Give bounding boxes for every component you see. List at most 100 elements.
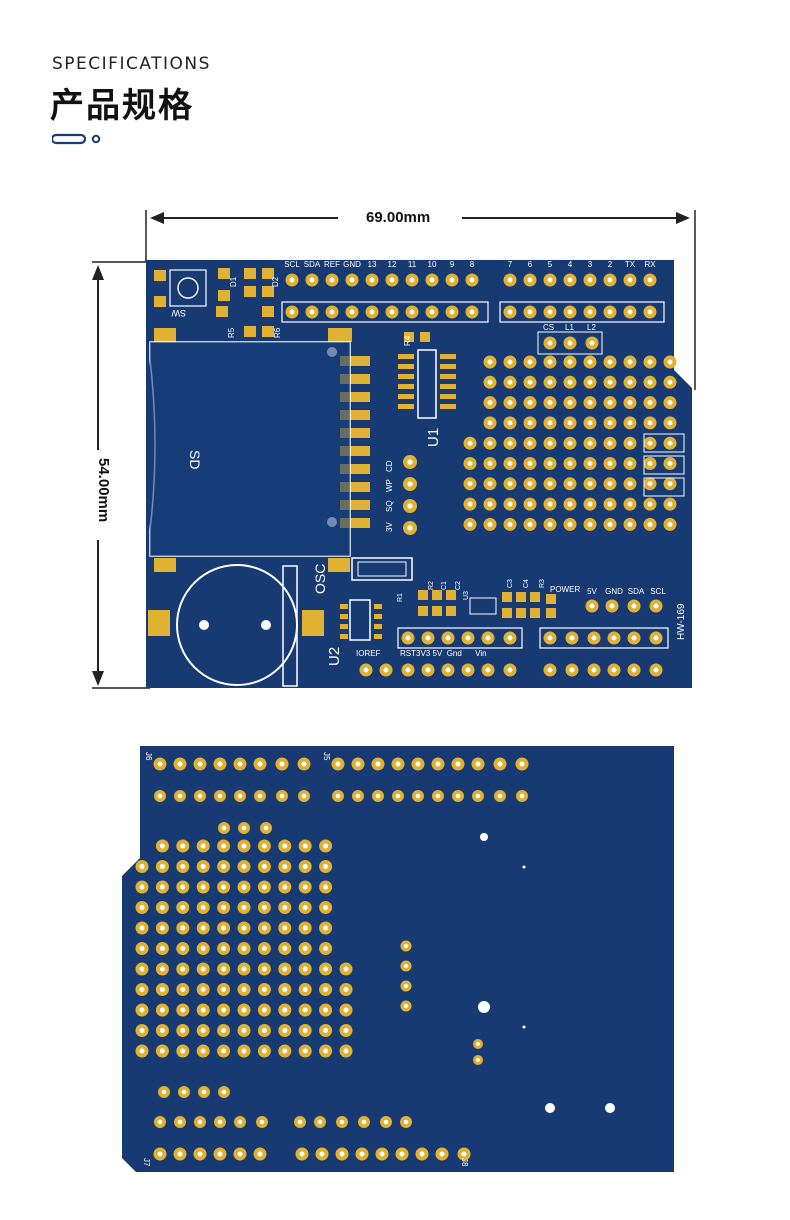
pad-hole [323,966,329,972]
pad-hole [180,946,186,951]
sd-pin-pad [340,356,370,366]
pad-hole [383,1119,389,1125]
ioref-label: IOREF [356,649,381,658]
header-outline-right [499,301,665,323]
pad-hole [200,843,206,849]
pad-hole [587,501,593,507]
top-pin-label: 10 [428,260,437,269]
smd-pad [432,606,442,616]
pad-hole [201,1089,207,1095]
pad-hole [527,461,533,466]
smd-pad [446,606,456,616]
pad-hole [507,667,513,673]
pad-hole [159,843,165,849]
top-pin-label: REF [324,260,340,269]
chip-pin-pad [440,384,456,389]
pad-hole [569,667,575,673]
pad-hole [257,793,263,799]
chip-pin-pad [374,624,382,629]
pad-hole [547,667,553,673]
proto-jumper-outline-1 [643,433,685,453]
pad-hole [415,793,421,799]
pad-hole [259,1119,265,1125]
pad-hole [429,309,435,315]
smd-pad [516,592,526,602]
mounting-hole [478,1001,490,1013]
pad-hole [627,400,633,406]
pad-hole [180,864,186,869]
pad-hole [467,461,473,466]
top-pin-label: 6 [528,260,533,269]
pad-hole [261,864,267,869]
pad-hole [221,864,227,869]
pad-hole [302,1007,308,1013]
pad-hole [241,946,247,951]
header-outline-left [281,301,489,323]
pad-hole [547,420,553,426]
pad-hole [159,966,165,972]
pad-hole [487,501,493,507]
pad-hole [159,864,165,869]
top-pin-label: 7 [508,260,513,269]
pad-hole [177,793,183,799]
pad-hole [282,966,288,972]
pad-hole [335,793,341,799]
pad-hole [487,400,493,406]
pad-hole [200,884,206,890]
j7-label: J7 [142,1158,151,1167]
title-decoration [52,133,101,145]
pad-hole [476,1042,480,1046]
chip-pin-pad [398,384,414,389]
chip-pin-pad [340,604,348,609]
chip-pin-pad [440,364,456,369]
sw-label: SW [171,308,186,318]
top-pin-label: 3 [588,260,593,269]
pad-hole [200,946,206,951]
pad-hole [375,793,381,799]
pad-hole [667,501,673,507]
sd-pin-pad [340,374,370,384]
l2-label: L2 [587,323,596,332]
pad-hole [241,884,247,890]
pad-hole [159,1007,165,1013]
pad-hole [567,420,573,426]
pad-hole [567,277,573,283]
pad-hole [435,761,441,767]
pad-hole [241,905,247,910]
pad-hole [507,379,513,385]
pad-hole [407,459,413,465]
chip-pin-pad [440,394,456,399]
mounting-hole [261,620,271,630]
chip-pin-pad [374,614,382,619]
pad-hole [289,277,295,283]
pad-hole [282,864,288,869]
chip-pin-pad [398,404,414,409]
pad-hole [302,925,308,931]
pad-hole [409,277,415,283]
pad-hole [647,400,653,406]
smd-pad [418,590,428,600]
pad-hole [627,440,633,446]
pad-hole [359,1151,365,1157]
reset-switch [169,269,207,307]
pad-hole [200,905,206,910]
pad-hole [567,400,573,406]
reset-switch-button [177,277,199,299]
pad-hole [237,1119,243,1125]
smd-pad [262,326,274,337]
pad-hole [282,946,288,951]
pad-hole [302,946,308,951]
pad-hole [403,1119,409,1125]
pad-hole [261,1007,267,1013]
pad-hole [282,925,288,931]
pad-hole [607,400,613,406]
pad-hole [221,925,227,931]
pad-hole [507,309,513,315]
pad-hole [369,277,375,283]
pad-hole [589,340,595,346]
pad-hole [627,420,633,426]
d2-label: D2 [271,276,280,287]
i2c-label: 5V [587,587,597,596]
pad-hole [487,440,493,446]
smd-pad [546,608,556,618]
